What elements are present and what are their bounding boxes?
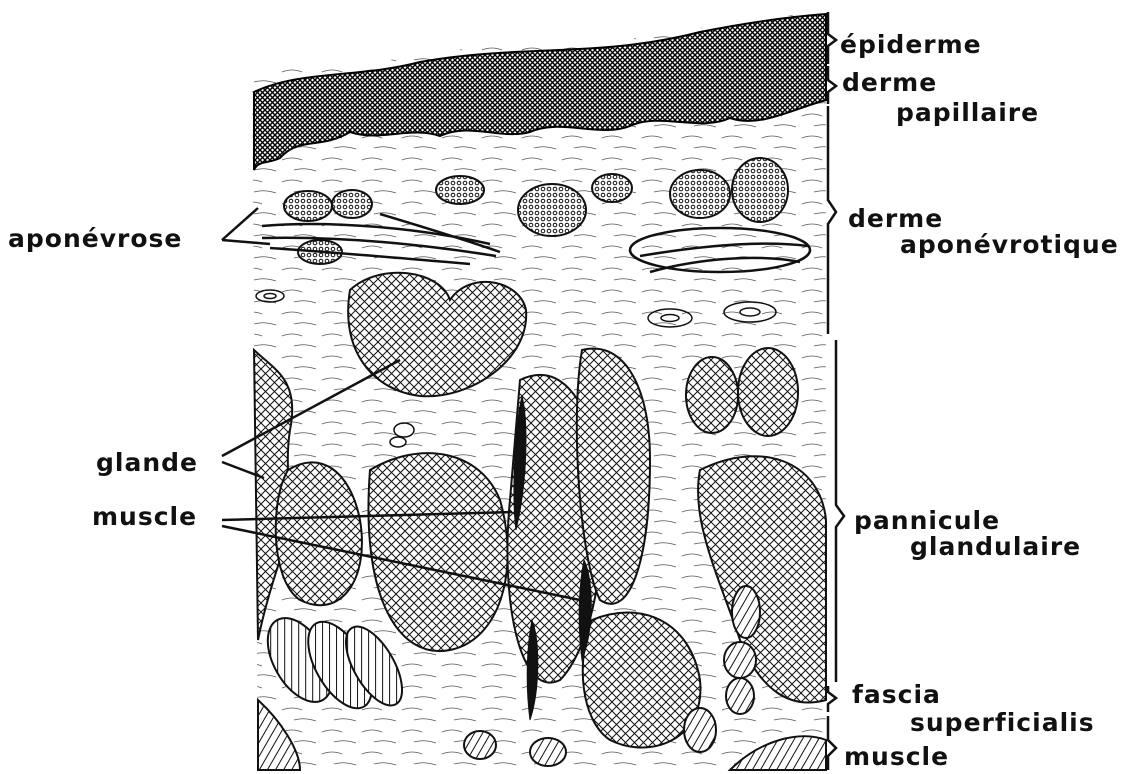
layer-label-fascia-1: fascia bbox=[852, 682, 941, 707]
layer-label-derme-aponevrotique-1: derme bbox=[848, 206, 943, 231]
layer-label-derme-papillaire-1: derme bbox=[842, 70, 937, 95]
label-muscle: muscle bbox=[92, 504, 197, 529]
layer-label-muscle: muscle bbox=[844, 744, 949, 769]
layer-label-pannicule-1: pannicule bbox=[854, 508, 1000, 533]
layer-label-pannicule-2: glandulaire bbox=[910, 534, 1081, 559]
label-glande: glande bbox=[96, 450, 198, 475]
layer-label-epiderme: épiderme bbox=[840, 32, 982, 57]
layer-label-derme-aponevrotique-2: aponévrotique bbox=[900, 232, 1119, 257]
label-aponevrose: aponévrose bbox=[8, 226, 182, 251]
layer-label-derme-papillaire-2: papillaire bbox=[896, 100, 1039, 125]
layer-braces bbox=[828, 12, 844, 770]
layer-label-fascia-2: superficialis bbox=[910, 710, 1095, 735]
